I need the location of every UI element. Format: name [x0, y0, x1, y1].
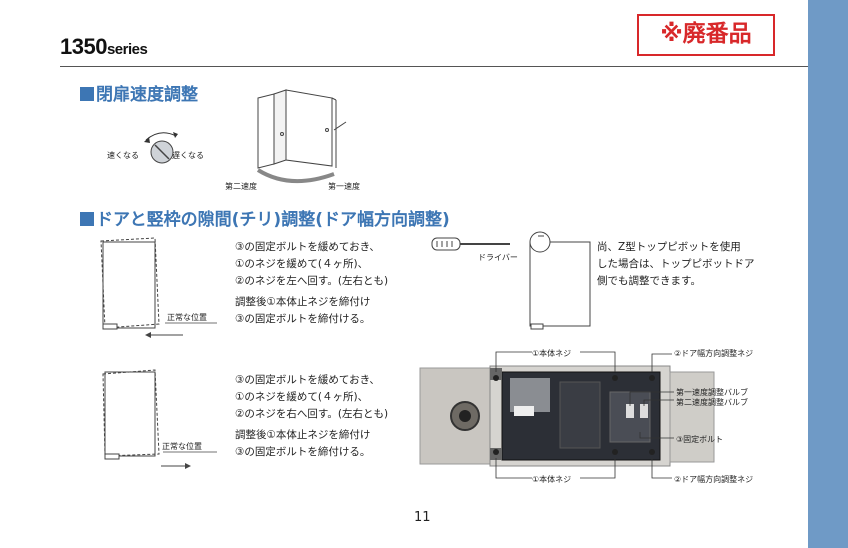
note-line3: 側でも調整できます。: [597, 275, 701, 287]
callout-first-speed-valve: 第一速度調整バルブ: [676, 388, 748, 397]
driver-pivot-diagram: [431, 231, 591, 330]
heading-square-icon: [80, 212, 94, 226]
case1-line5: ③の固定ボルトを締付ける。: [235, 313, 371, 325]
case1-line3: ②のネジを左へ回す。(左右とも): [235, 275, 389, 287]
speed-dial-icon: [144, 132, 178, 164]
first-speed-label: 第一速度: [328, 182, 360, 191]
callout-second-speed-valve: 第二速度調整バルブ: [676, 398, 748, 407]
section1-heading: 閉扉速度調整: [80, 80, 198, 105]
second-speed-label: 第二速度: [225, 182, 257, 191]
section2-heading: ドアと竪枠の隙間(チリ)調整(ドア幅方向調整): [80, 205, 450, 230]
case2-line1: ③の固定ボルトを緩めておき、: [235, 374, 380, 386]
series-title: 1350series: [60, 34, 148, 60]
case2-line2: ①のネジを緩めて(４ヶ所)、: [235, 391, 369, 403]
case1-line4: 調整後①本体止ネジを締付け: [235, 296, 371, 308]
case1-door-diagram: [100, 237, 217, 338]
side-color-band: [808, 0, 848, 548]
page-number: 11: [414, 510, 431, 525]
driver-label: ドライバー: [478, 253, 518, 262]
case1-instructions: ③の固定ボルトを緩めておき、 ①のネジを緩めて(４ヶ所)、 ②のネジを左へ回す。…: [235, 239, 388, 328]
case1-normal-position: 正常な位置: [167, 313, 207, 322]
series-number: 1350: [60, 34, 107, 59]
case2-line5: ③の固定ボルトを締付ける。: [235, 446, 371, 458]
section2-heading-text: ドアと竪枠の隙間(チリ)調整(ドア幅方向調整): [96, 210, 450, 230]
case1-line2: ①のネジを緩めて(４ヶ所)、: [235, 258, 369, 270]
callout-width-screw-bottom: ②ドア幅方向調整ネジ: [674, 475, 754, 484]
case2-line4: 調整後①本体止ネジを締付け: [235, 429, 371, 441]
door-closing-diagram: [256, 89, 347, 184]
case1-line1: ③の固定ボルトを緩めておき、: [235, 241, 380, 253]
heading-square-icon: [80, 87, 94, 101]
callout-body-screw-bottom: ①本体ネジ: [532, 475, 572, 484]
callout-width-screw-top: ②ドア幅方向調整ネジ: [674, 349, 754, 358]
note-line2: した場合は、トップピボットドア: [597, 258, 755, 270]
case2-normal-position: 正常な位置: [162, 442, 202, 451]
case2-door-diagram: [102, 369, 217, 469]
callout-body-screw-top: ①本体ネジ: [532, 349, 572, 358]
case2-instructions: ③の固定ボルトを緩めておき、 ①のネジを緩めて(４ヶ所)、 ②のネジを右へ回す。…: [235, 372, 388, 461]
floor-closer-photo: [419, 351, 715, 479]
callout-fixing-bolt: ③固定ボルト: [676, 435, 724, 444]
slower-label: 遅くなる: [172, 151, 204, 160]
pivot-note: 尚、Z型トップピボットを使用 した場合は、トップピボットドア 側でも調整できます…: [597, 239, 755, 290]
case2-line3: ②のネジを右へ回す。(左右とも): [235, 408, 389, 420]
title-rule: [60, 66, 808, 67]
note-line1: 尚、Z型トップピボットを使用: [597, 241, 741, 253]
discontinued-badge: ※廃番品: [637, 14, 775, 56]
faster-label: 速くなる: [107, 151, 139, 160]
section1-heading-text: 閉扉速度調整: [96, 85, 198, 105]
series-suffix: series: [106, 41, 148, 58]
